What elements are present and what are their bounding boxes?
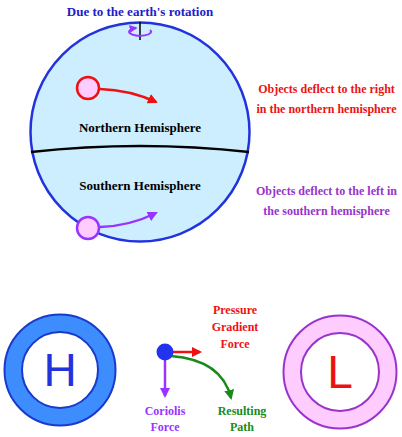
deflection-arrow <box>100 89 156 102</box>
rotation-axis <box>139 22 141 40</box>
equator-line <box>31 146 249 152</box>
path-label: Resulting Path <box>212 403 272 435</box>
high-pressure-cell: H <box>3 313 117 427</box>
pressure-gradient-arrow <box>173 351 200 354</box>
pressure-symbol: L <box>282 347 398 397</box>
air-parcel-dot <box>157 344 174 361</box>
force-label: Pressure Gradient Force <box>203 302 267 353</box>
pressure-symbol: H <box>3 345 117 395</box>
rotation-caption: Due to the earth's rotation <box>40 3 240 21</box>
moving-object <box>77 217 99 239</box>
deflection-note: Objects deflect to the right in the nort… <box>253 79 400 119</box>
resulting-path-arrow <box>171 356 231 398</box>
rotation-arrow <box>129 28 151 36</box>
earth-globe: Northern HemisphereSouthern Hemisphere <box>29 21 251 243</box>
low-pressure-cell: L <box>282 314 398 430</box>
hemisphere-label: Northern Hemisphere <box>29 120 251 136</box>
deflection-arrow <box>100 213 156 227</box>
moving-object <box>77 77 99 99</box>
deflection-note: Objects deflect to the left in the south… <box>253 181 400 221</box>
hemisphere-label: Southern Hemisphere <box>29 178 251 194</box>
force-label: Coriolis Force <box>137 403 193 435</box>
coriolis-arrow <box>164 360 167 396</box>
